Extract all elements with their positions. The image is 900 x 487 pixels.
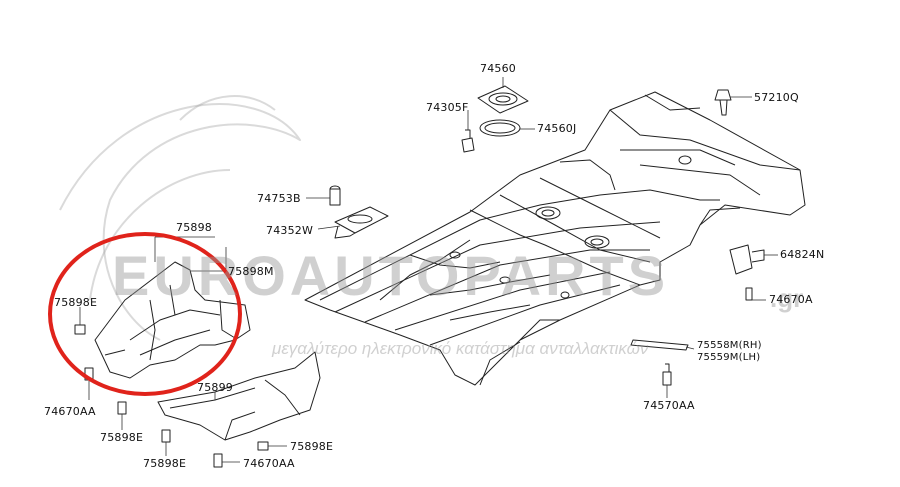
callout-74570aa: 74570AA	[643, 399, 695, 412]
clip-74570aa	[662, 363, 672, 386]
undercover-75898	[94, 261, 251, 379]
seal-74560j	[479, 119, 521, 137]
watermark-tagline: μεγαλύτερο ηλεκτρονικό κατάστημα ανταλλα…	[272, 339, 649, 358]
bracket-64824n	[729, 244, 765, 301]
callout-75898e-mid: 75898E	[100, 431, 144, 444]
callout-75898e-bottom: 75898E	[143, 457, 187, 470]
callout-75899: 75899	[197, 381, 233, 394]
callout-57210q: 57210Q	[754, 91, 799, 104]
cover-74560	[477, 85, 529, 114]
callout-75558m: 75558M(RH)	[697, 340, 762, 351]
watermark-suffix: .gr	[770, 283, 804, 313]
callout-75898e-top: 75898E	[54, 296, 98, 309]
callout-74753b: 74753B	[257, 192, 301, 205]
undercover-75899	[157, 351, 321, 441]
leader-lines	[79, 77, 778, 463]
callout-64824n: 64824N	[780, 248, 825, 261]
callout-75559m: 75559M(LH)	[697, 352, 761, 363]
callout-75898: 75898	[176, 221, 212, 234]
highlight-circle	[48, 232, 242, 396]
floor-pan	[304, 91, 806, 386]
fasteners	[74, 324, 269, 468]
callout-75898e-right: 75898E	[290, 440, 334, 453]
watermark-brand: EUROAUTOPARTS	[112, 244, 670, 307]
callout-74670a: 74670A	[769, 293, 813, 306]
callout-74352w: 74352W	[266, 224, 314, 237]
callout-74560: 74560	[480, 62, 516, 75]
callout-74560j: 74560J	[537, 122, 577, 135]
callout-74670aa-bottom: 74670AA	[243, 457, 295, 470]
bracket-74352w	[329, 185, 389, 239]
watermark-logo	[59, 95, 301, 341]
callout-74670aa-left: 74670AA	[44, 405, 96, 418]
clip-74305f	[461, 129, 475, 153]
strip-75558m	[630, 339, 689, 351]
callout-75898m: 75898M	[228, 265, 274, 278]
clip-57210q	[714, 89, 732, 116]
callout-74305f: 74305F	[426, 101, 469, 114]
